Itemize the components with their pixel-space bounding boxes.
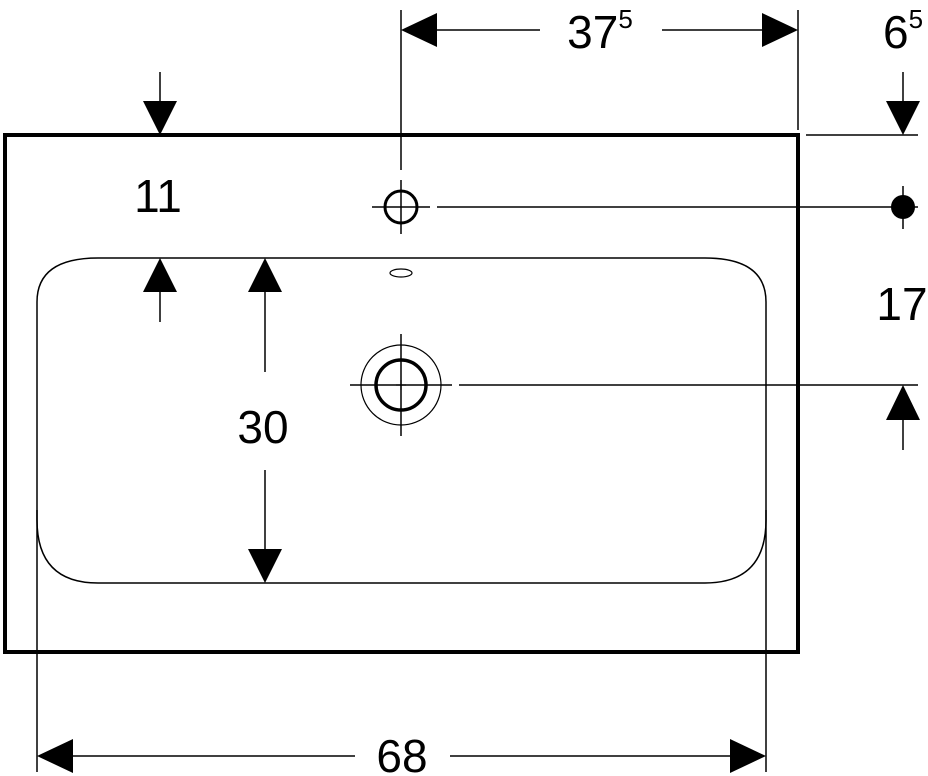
dim-label-top-left: 11 [134,170,182,222]
dim-label-right-mid: 17 [876,278,927,330]
dim-label-bowl-depth: 30 [237,401,288,453]
dimension-arrows [37,13,920,773]
drain-hole-symbol [350,334,452,436]
reference-dot [891,186,915,229]
dim-label-top-span: 375 [567,4,633,58]
dim-label-bottom-width: 68 [376,730,427,776]
tap-hole-symbol [372,180,430,234]
extension-lines [36,10,918,772]
overflow-slot [389,268,413,278]
dim-label-right-top: 65 [883,4,923,58]
